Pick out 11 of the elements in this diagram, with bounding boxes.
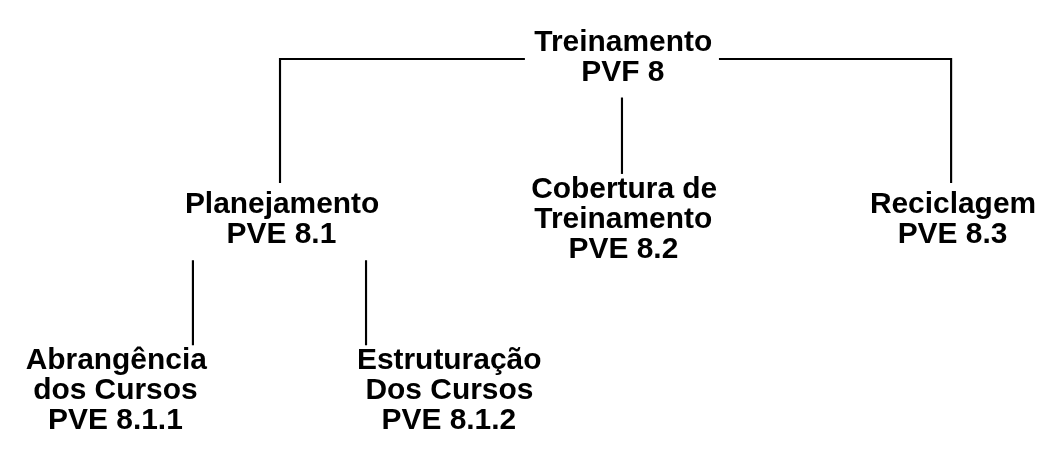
node-text: Planejamento PVE 8.1 [184, 185, 380, 249]
connector [278, 57, 525, 183]
node-text: Reciclagem PVE 8.3 [869, 185, 1037, 249]
node-text: Abrangência dos Cursos PVE 8.1.1 [25, 341, 207, 435]
node-text: Cobertura de Treinamento PVE 8.2 [531, 170, 718, 264]
node-text: Treinamento PVF 8 [534, 23, 713, 87]
connector [620, 97, 624, 174]
connector [191, 259, 194, 345]
connector [718, 57, 953, 183]
connector [364, 259, 368, 345]
node-text: Estruturação Dos Cursos PVE 8.1.2 [356, 341, 542, 435]
